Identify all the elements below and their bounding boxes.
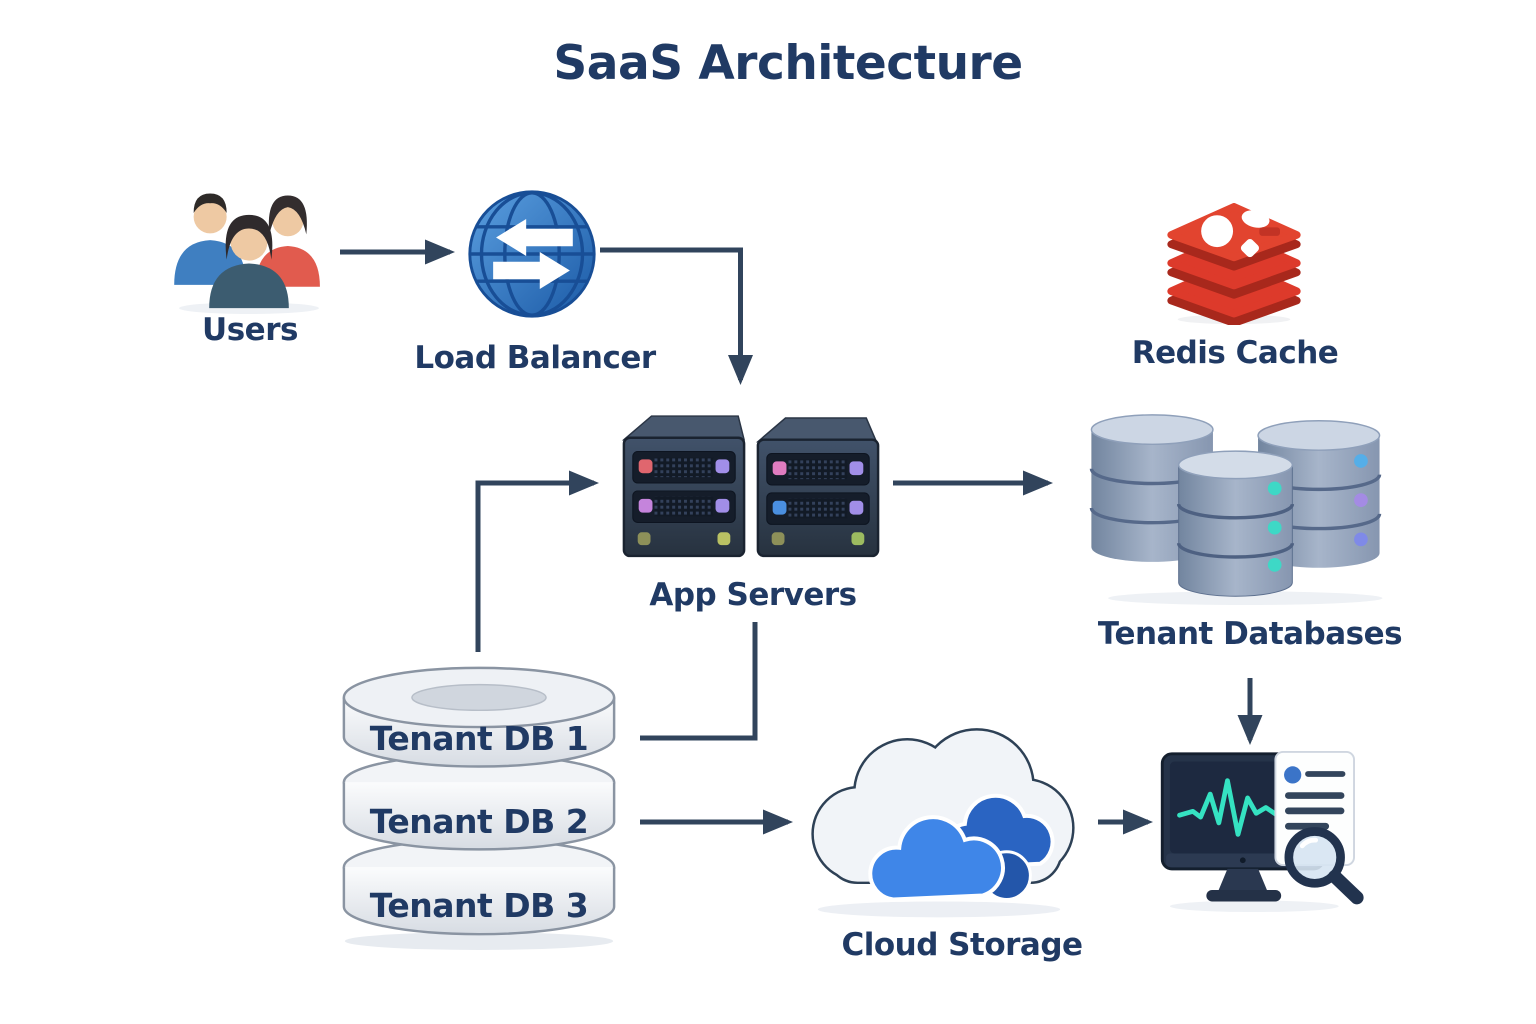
load-balancer-icon [468, 190, 596, 318]
cloud-storage-icon [811, 728, 1075, 918]
tenant-db-2-label: Tenant DB 2 [369, 802, 589, 841]
tenant-db-stack-node [336, 656, 622, 952]
monitoring-icon [1160, 750, 1364, 913]
app-servers-icon [621, 415, 880, 558]
load-balancer-node [464, 186, 600, 322]
monitoring-node [1158, 750, 1365, 913]
tenant-databases-label: Tenant Databases [1097, 616, 1403, 652]
tenant-databases-icon [1089, 414, 1383, 606]
tenant-db-1-label: Tenant DB 1 [369, 719, 589, 758]
cloud-storage-label: Cloud Storage [841, 927, 1083, 963]
app-servers-label: App Servers [649, 577, 857, 613]
tenant-databases-node [1078, 410, 1393, 606]
redis-cache-label: Redis Cache [1131, 335, 1339, 371]
users-icon [174, 193, 320, 314]
cloud-storage-node [790, 716, 1088, 921]
redis-cache-node [1163, 203, 1305, 325]
users-label: Users [202, 312, 298, 348]
users-node [166, 178, 332, 314]
tenant-db-3-label: Tenant DB 3 [369, 886, 589, 925]
load-balancer-label: Load Balancer [414, 340, 656, 376]
app-servers-node [618, 410, 884, 563]
page-title: SaaS Architecture [553, 36, 1023, 91]
redis-cache-icon [1167, 203, 1301, 325]
tenant-db-stack-icon [342, 666, 616, 950]
